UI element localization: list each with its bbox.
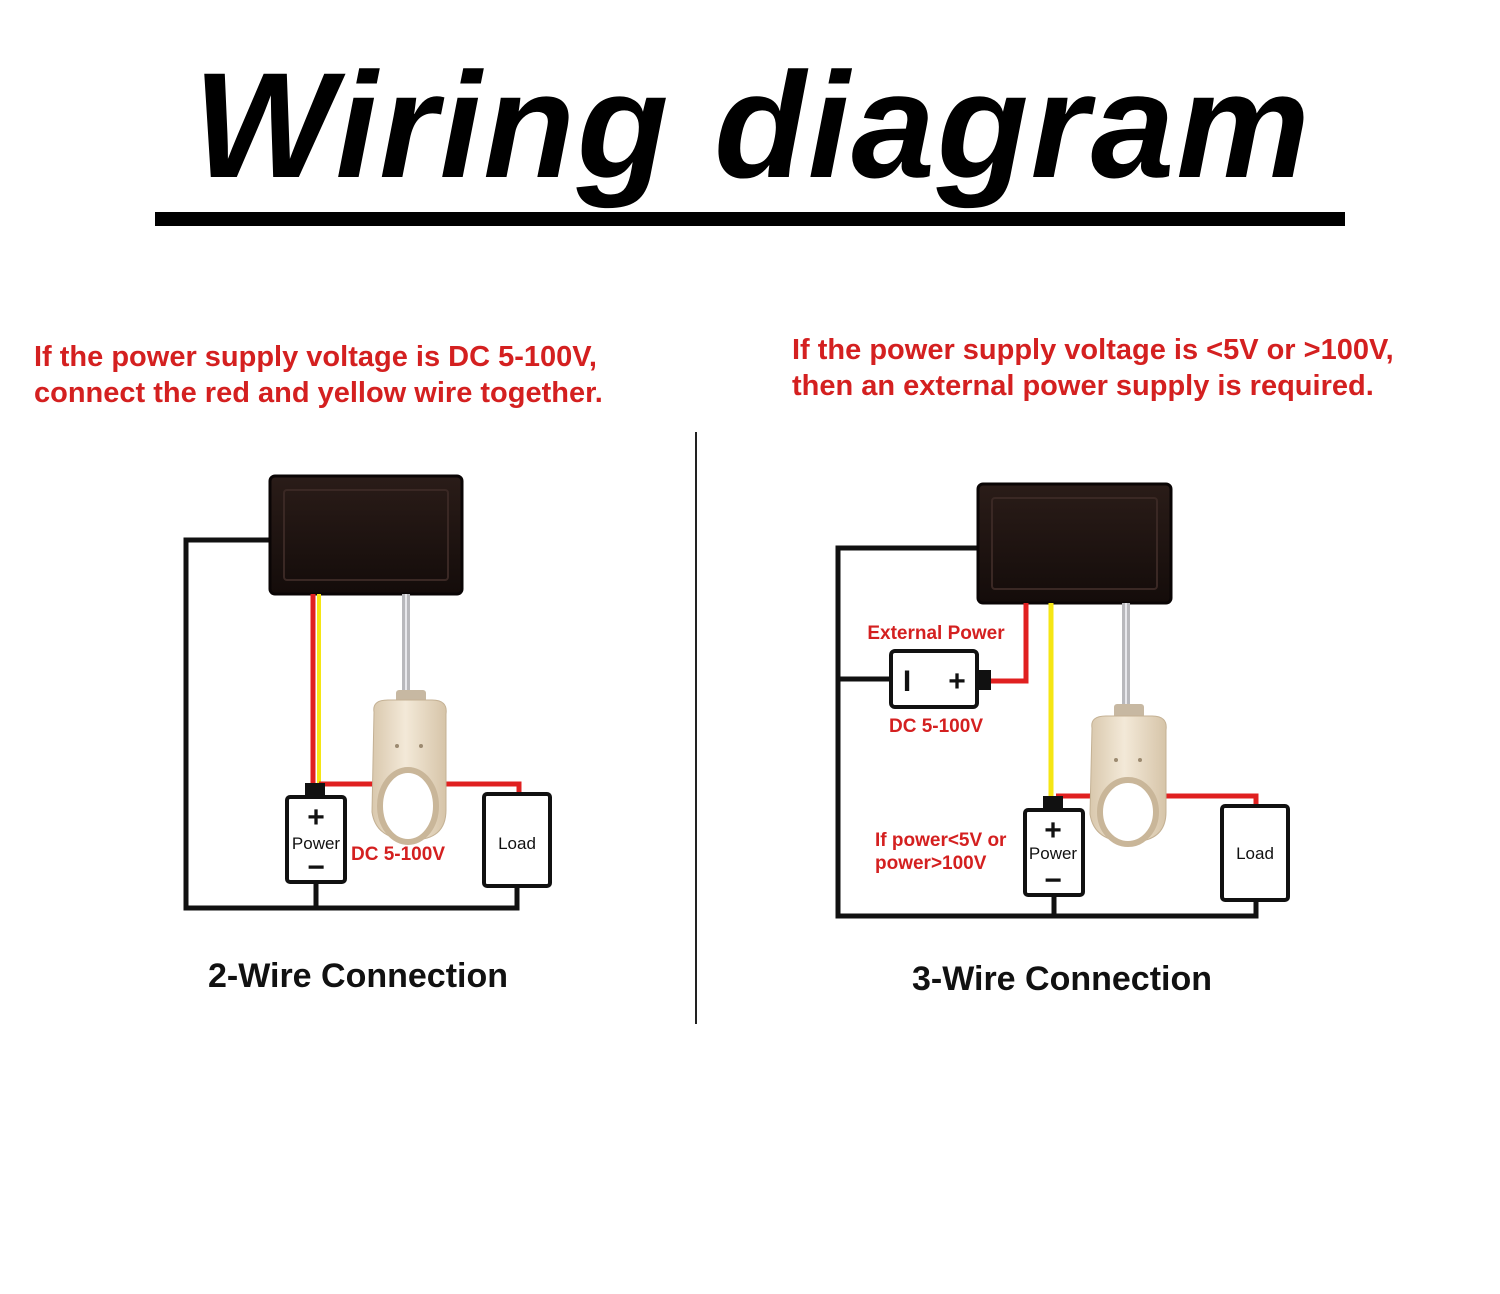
three-wire-meter (976, 482, 1173, 605)
note-left-line-1: If the power supply voltage is DC 5-100V… (34, 341, 597, 373)
page-title: Wiring diagram (193, 41, 1312, 209)
title-underline (155, 212, 1345, 226)
three-wire-sensor-cable (1122, 603, 1130, 707)
external-voltage-label: DC 5-100V (889, 716, 983, 737)
two-wire-power-source: + Power − (285, 783, 347, 884)
two-wire-sensor-cable (402, 594, 410, 694)
two-wire-caption: 2-Wire Connection (208, 957, 508, 995)
external-power-battery: I + (889, 649, 991, 709)
note-right: If the power supply voltage is <5V or >1… (792, 332, 1394, 404)
battery-minus-sign: I (903, 665, 911, 698)
two-wire-power-minus: − (307, 851, 325, 884)
two-wire-load: Load (482, 792, 552, 888)
note-left: If the power supply voltage is DC 5-100V… (34, 339, 603, 411)
three-wire-power-source: + Power − (1023, 796, 1085, 897)
note-right-line-2: then an external power supply is require… (792, 370, 1374, 402)
two-wire-diagram: + Power − DC 5-100V Load 2-Wire Connecti… (183, 474, 552, 995)
three-wire-caption: 3-Wire Connection (912, 960, 1212, 998)
two-wire-voltage-label: DC 5-100V (351, 844, 445, 865)
battery-plus-sign: + (948, 665, 966, 698)
three-wire-black-wire (835, 545, 1259, 919)
three-wire-load: Load (1220, 804, 1290, 902)
three-wire-power-label: Power (1029, 844, 1078, 863)
note-right-line-1: If the power supply voltage is <5V or >1… (792, 334, 1394, 366)
two-wire-load-label: Load (498, 834, 536, 853)
panel-divider (695, 432, 697, 1024)
condition-line-2: power>100V (875, 853, 987, 874)
two-wire-power-plus: + (307, 801, 325, 834)
two-wire-black-wire (183, 537, 520, 911)
two-wire-meter (268, 474, 464, 596)
three-wire-power-minus: − (1044, 864, 1062, 897)
condition-line-1: If power<5V or (875, 830, 1007, 851)
three-wire-diagram: External Power I + DC 5-100V + Power − I… (835, 482, 1290, 998)
three-wire-current-sensor (1089, 704, 1167, 847)
external-power-label: External Power (867, 623, 1005, 644)
three-wire-load-label: Load (1236, 844, 1274, 863)
three-wire-red-wire-to-external (990, 603, 1029, 684)
two-wire-current-sensor (371, 690, 447, 845)
three-wire-power-plus: + (1044, 814, 1062, 847)
note-left-line-2: connect the red and yellow wire together… (34, 377, 603, 409)
two-wire-power-label: Power (292, 834, 341, 853)
